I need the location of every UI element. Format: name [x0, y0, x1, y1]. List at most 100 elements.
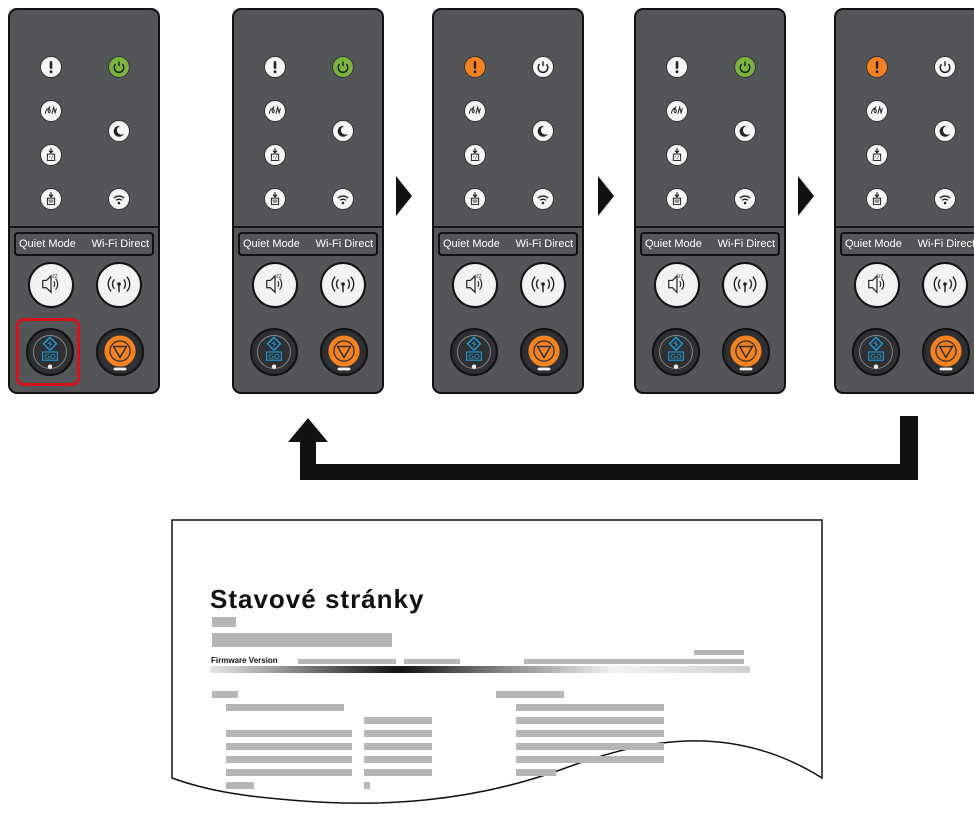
- wifi-indicator-icon: [934, 188, 956, 210]
- text-placeholder: [212, 691, 238, 698]
- toner-indicator-icon: [40, 144, 62, 166]
- quiet-mode-button[interactable]: zz: [28, 262, 74, 308]
- attention-indicator-icon: [40, 56, 62, 78]
- panel-divider: [836, 226, 974, 228]
- stop-button[interactable]: [96, 328, 144, 376]
- quiet-mode-button[interactable]: zz: [252, 262, 298, 308]
- wifi-direct-button[interactable]: [96, 262, 142, 308]
- quiet-mode-label: Quiet Mode: [443, 238, 500, 250]
- svg-text:zz: zz: [878, 274, 884, 280]
- wifi-direct-button[interactable]: [520, 262, 566, 308]
- stop-button[interactable]: [520, 328, 568, 376]
- text-placeholder: [212, 633, 392, 647]
- text-placeholder: [212, 617, 236, 627]
- paper-indicator-icon: [264, 188, 286, 210]
- go-button-highlight: [16, 318, 80, 386]
- sleep-indicator-icon: [532, 120, 554, 142]
- text-placeholder: [516, 769, 556, 776]
- quiet-mode-button[interactable]: zz: [452, 262, 498, 308]
- wifi-indicator-icon: [332, 188, 354, 210]
- firmware-version-label: Firmware Version: [211, 656, 278, 665]
- text-placeholder: [516, 704, 664, 711]
- svg-text:zz: zz: [52, 274, 58, 280]
- text-placeholder: [364, 769, 432, 776]
- text-placeholder: [364, 743, 432, 750]
- power-ready-indicator-icon: [332, 56, 354, 78]
- svg-text:zz: zz: [276, 274, 282, 280]
- panel-divider: [234, 226, 382, 228]
- text-placeholder: [364, 717, 432, 724]
- stop-button[interactable]: [320, 328, 368, 376]
- text-placeholder: [364, 782, 370, 789]
- text-placeholder: [226, 743, 352, 750]
- sleep-indicator-icon: [934, 120, 956, 142]
- power-ready-indicator-icon: [934, 56, 956, 78]
- quiet-mode-label: Quiet Mode: [645, 238, 702, 250]
- report-title: Stavové stránky: [210, 584, 425, 614]
- text-placeholder: [694, 650, 744, 655]
- wifi-direct-button[interactable]: [320, 262, 366, 308]
- paper-jam-indicator-icon: [464, 100, 486, 122]
- quiet-mode-button[interactable]: zz: [854, 262, 900, 308]
- attention-indicator-icon: [464, 56, 486, 78]
- text-placeholder: [364, 756, 432, 763]
- wifi-direct-button[interactable]: [722, 262, 768, 308]
- wifi-indicator-icon: [108, 188, 130, 210]
- paper-jam-indicator-icon: [40, 100, 62, 122]
- text-placeholder: [516, 756, 664, 763]
- wifi-indicator-icon: [532, 188, 554, 210]
- sequence-arrow-3: [798, 176, 814, 216]
- text-placeholder: [226, 782, 254, 789]
- go-button[interactable]: GO: [450, 328, 498, 376]
- quiet-mode-label: Quiet Mode: [243, 238, 300, 250]
- wifi-indicator-icon: [734, 188, 756, 210]
- text-placeholder: [404, 659, 460, 664]
- svg-text:GO: GO: [870, 352, 882, 361]
- quiet-mode-button[interactable]: zz: [654, 262, 700, 308]
- text-placeholder: [516, 743, 664, 750]
- button-label-bar: Quiet Mode Wi-Fi Direct: [14, 232, 154, 256]
- go-button[interactable]: GO: [26, 328, 74, 376]
- power-ready-indicator-icon: [532, 56, 554, 78]
- paper-indicator-icon: [40, 188, 62, 210]
- text-placeholder: [226, 756, 352, 763]
- wifi-direct-label: Wi-Fi Direct: [315, 238, 373, 250]
- panel-divider: [434, 226, 582, 228]
- go-button[interactable]: GO: [652, 328, 700, 376]
- panel-divider: [10, 226, 158, 228]
- sleep-indicator-icon: [108, 120, 130, 142]
- go-button[interactable]: GO: [250, 328, 298, 376]
- stop-button[interactable]: [722, 328, 770, 376]
- svg-text:zz: zz: [678, 274, 684, 280]
- sleep-indicator-icon: [734, 120, 756, 142]
- sequence-arrow-2: [598, 176, 614, 216]
- paper-jam-indicator-icon: [666, 100, 688, 122]
- svg-text:GO: GO: [468, 352, 480, 361]
- paper-jam-indicator-icon: [264, 100, 286, 122]
- quiet-mode-label: Quiet Mode: [19, 238, 76, 250]
- svg-text:GO: GO: [268, 352, 280, 361]
- paper-indicator-icon: [464, 188, 486, 210]
- text-placeholder: [226, 704, 344, 711]
- toner-indicator-icon: [666, 144, 688, 166]
- power-ready-indicator-icon: [108, 56, 130, 78]
- attention-indicator-icon: [666, 56, 688, 78]
- text-placeholder: [516, 717, 664, 724]
- toner-indicator-icon: [464, 144, 486, 166]
- go-button[interactable]: GO: [852, 328, 900, 376]
- text-placeholder: [298, 659, 396, 664]
- svg-text:GO: GO: [670, 352, 682, 361]
- attention-indicator-icon: [866, 56, 888, 78]
- quiet-mode-label: Quiet Mode: [845, 238, 902, 250]
- wifi-direct-button[interactable]: [922, 262, 968, 308]
- paper-indicator-icon: [666, 188, 688, 210]
- panel-divider: [636, 226, 784, 228]
- stop-button[interactable]: [922, 328, 970, 376]
- wifi-direct-label: Wi-Fi Direct: [91, 238, 149, 250]
